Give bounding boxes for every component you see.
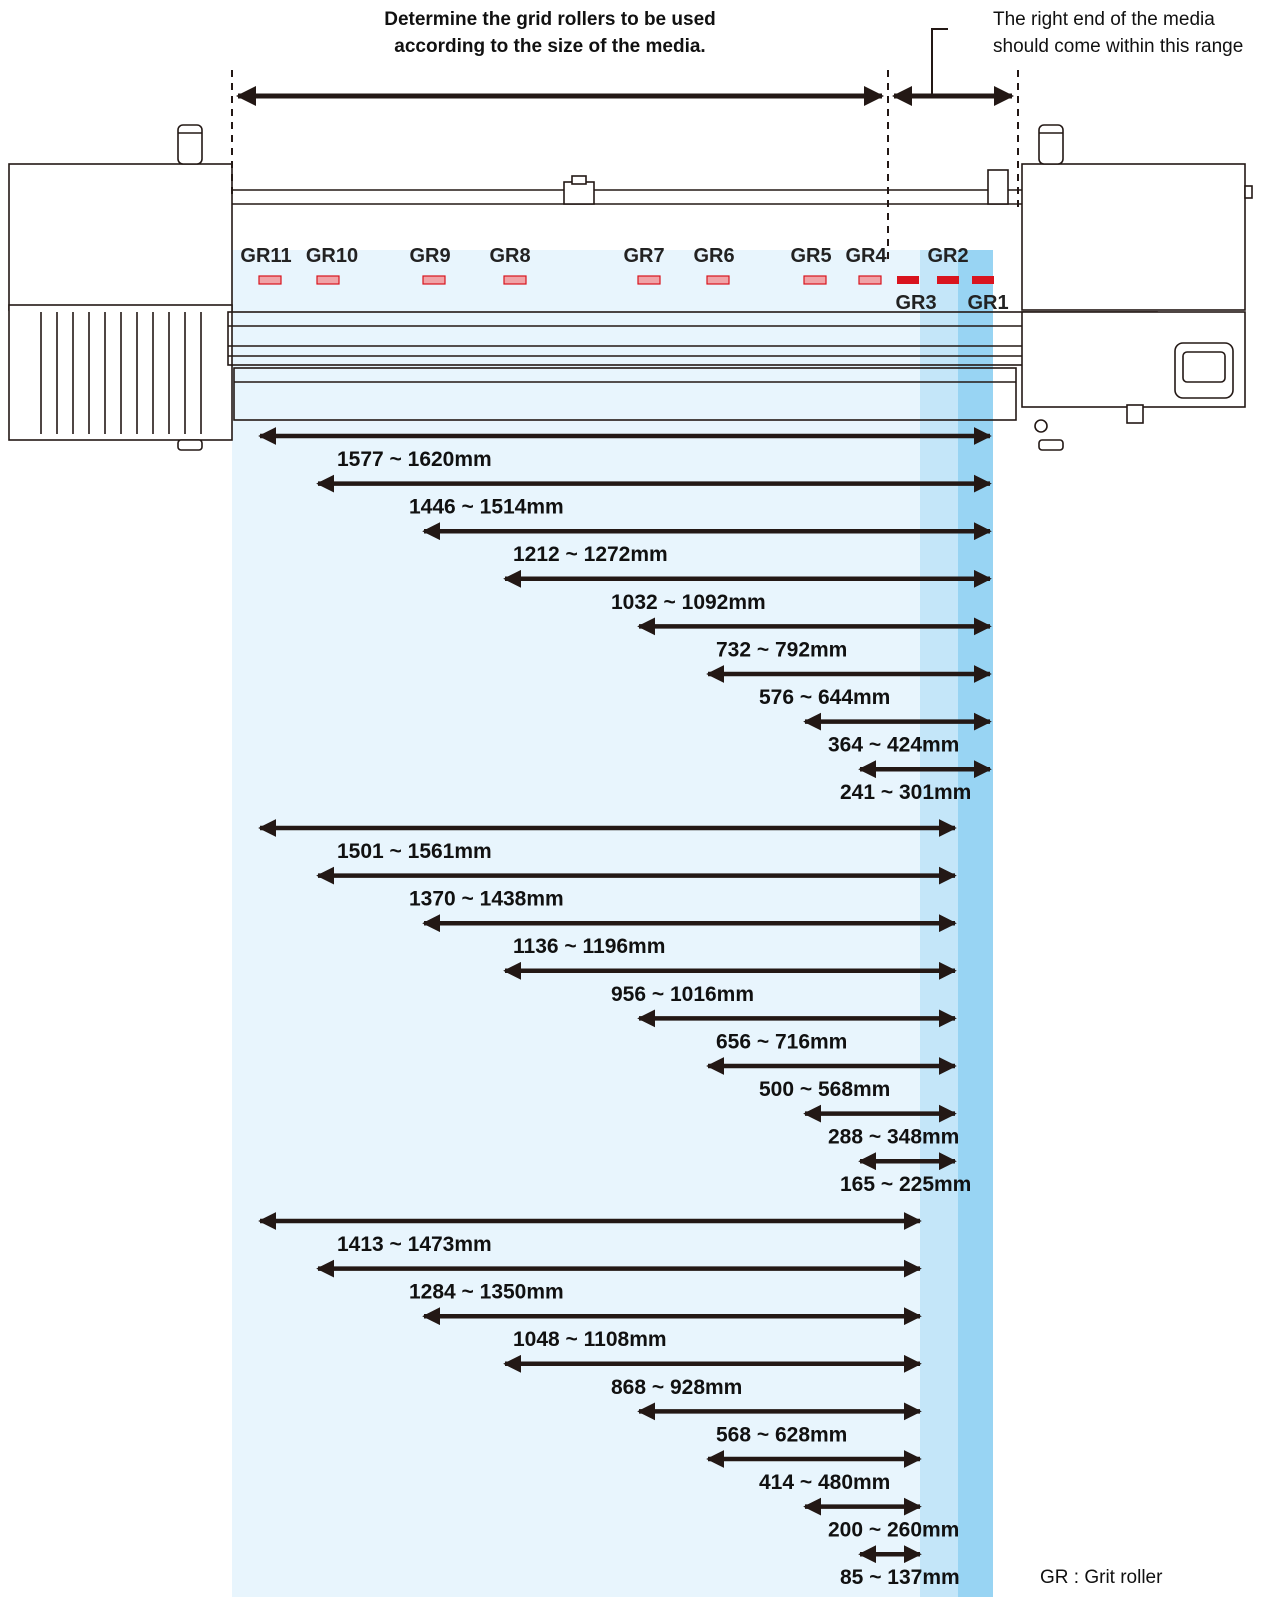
range-label: 732 ~ 792mm <box>716 638 847 661</box>
range-label: 200 ~ 260mm <box>828 1519 959 1542</box>
range-label: 1284 ~ 1350mm <box>409 1281 564 1304</box>
right-handle <box>1174 342 1234 399</box>
instruction-line-1: Determine the grid rollers to be used <box>384 9 716 30</box>
grit-roller-gr5: GR5 <box>790 245 832 285</box>
front-cover <box>233 367 1017 421</box>
left-knob <box>177 124 203 165</box>
grit-roller-gr4: GR4 <box>845 245 887 285</box>
roller-pad <box>937 276 959 284</box>
grit-roller-gr3: GR3 <box>895 276 937 314</box>
media-zone-gr1 <box>958 250 993 1597</box>
roller-label: GR10 <box>306 245 358 267</box>
grit-roller-gr10: GR10 <box>306 245 358 285</box>
range-group-gr1: 1577 ~ 1620mm 1446 ~ 1514mm 1212 ~ 1272mm 1… <box>258 427 992 804</box>
instruction-caption: Determine the grid rollers to be used ac… <box>330 6 770 60</box>
roller-pad <box>316 275 340 285</box>
range-group-gr2: 1501 ~ 1561mm 1370 ~ 1438mm 1136 ~ 1196mm 9… <box>258 819 971 1196</box>
roller-label: GR2 <box>927 245 968 267</box>
range-label: 1136 ~ 1196mm <box>513 935 665 958</box>
grit-roller-gr8: GR8 <box>489 245 531 285</box>
right-side-unit <box>1021 163 1246 311</box>
range-label: 956 ~ 1016mm <box>611 983 754 1006</box>
right-end-line-2: should come within this range <box>993 36 1244 57</box>
roller-pad <box>897 276 919 284</box>
range-label: 1032 ~ 1092mm <box>611 591 766 614</box>
range-label: 165 ~ 225mm <box>840 1173 971 1196</box>
roller-pad <box>637 275 661 285</box>
range-label: 288 ~ 348mm <box>828 1126 959 1149</box>
roller-pad <box>972 276 994 284</box>
range-label: 1501 ~ 1561mm <box>337 840 492 863</box>
grit-roller-gr11: GR11 <box>240 245 292 285</box>
range-label: 241 ~ 301mm <box>840 781 971 804</box>
range-label: 364 ~ 424mm <box>828 734 959 757</box>
range-label: 1446 ~ 1514mm <box>409 496 564 519</box>
roller-label: GR5 <box>790 245 831 267</box>
right-knob <box>1038 124 1064 165</box>
range-label: 1413 ~ 1473mm <box>337 1233 492 1256</box>
range-label: 656 ~ 716mm <box>716 1030 847 1053</box>
right-end-line-1: The right end of the media <box>993 9 1215 30</box>
range-label: 1212 ~ 1272mm <box>513 543 668 566</box>
roller-label: GR9 <box>409 245 450 267</box>
legend: GR : Grit roller <box>1040 1567 1163 1588</box>
left-grille <box>40 312 202 434</box>
center-clamp <box>563 181 595 205</box>
range-label: 568 ~ 628mm <box>716 1423 847 1446</box>
range-label: 500 ~ 568mm <box>759 1078 890 1101</box>
right-foot <box>1038 439 1064 451</box>
roller-label: GR1 <box>967 292 1008 314</box>
roller-pad <box>503 275 527 285</box>
callout-leader <box>931 28 948 96</box>
right-end-caption: The right end of the media should come w… <box>993 6 1283 60</box>
grit-roller-gr2: GR2 <box>927 245 969 284</box>
range-label: 868 ~ 928mm <box>611 1376 742 1399</box>
range-label: 576 ~ 644mm <box>759 686 890 709</box>
roller-pad <box>803 275 827 285</box>
roller-label: GR6 <box>693 245 734 267</box>
roller-label: GR4 <box>845 245 887 267</box>
roller-pad <box>258 275 282 285</box>
range-label: 1048 ~ 1108mm <box>513 1328 667 1351</box>
printer-illustration <box>8 124 1253 451</box>
guide-lines <box>231 70 1019 262</box>
range-label: 414 ~ 480mm <box>759 1471 890 1494</box>
grit-roller-gr9: GR9 <box>409 245 451 285</box>
roller-pad <box>422 275 446 285</box>
grit-roller-gr6: GR6 <box>693 245 735 285</box>
media-ranges: 1577 ~ 1620mm 1446 ~ 1514mm 1212 ~ 1272mm 1… <box>258 427 992 1589</box>
grit-roller-gr7: GR7 <box>623 245 665 285</box>
range-label: 1370 ~ 1438mm <box>409 888 564 911</box>
range-label: 1577 ~ 1620mm <box>337 448 492 471</box>
roller-label: GR3 <box>895 292 936 314</box>
roller-pad <box>858 275 882 285</box>
roller-pad <box>706 275 730 285</box>
range-group-gr3: 1413 ~ 1473mm 1284 ~ 1350mm 1048 ~ 1108mm 8… <box>258 1212 960 1589</box>
roller-label: GR7 <box>623 245 664 267</box>
left-foot <box>177 439 203 451</box>
roller-label: GR8 <box>489 245 530 267</box>
grit-roller-gr1: GR1 <box>967 276 1009 314</box>
range-label: 85 ~ 137mm <box>840 1566 960 1589</box>
instruction-line-2: according to the size of the media. <box>394 36 706 57</box>
left-side-unit <box>8 163 233 311</box>
roller-label: GR11 <box>240 245 291 267</box>
